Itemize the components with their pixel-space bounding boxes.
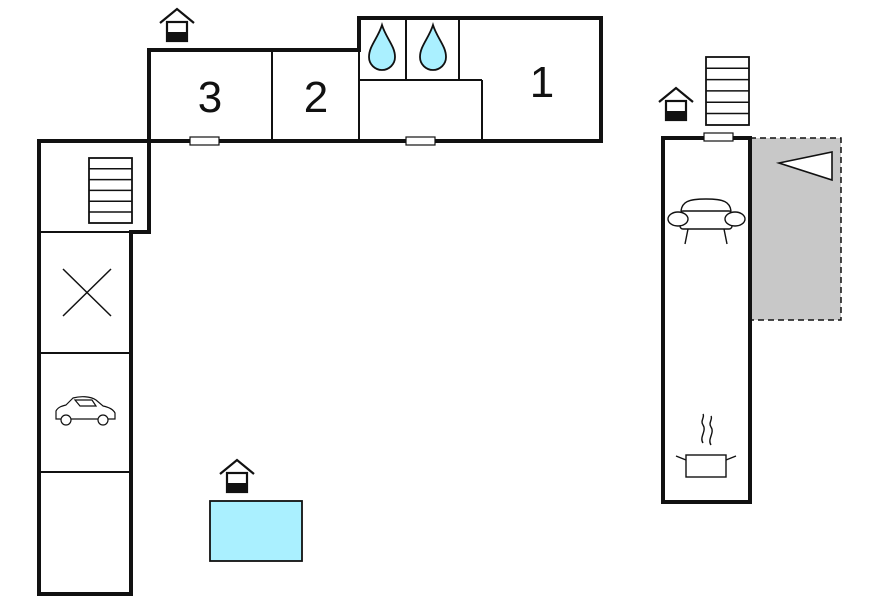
door <box>405 136 436 146</box>
cooking-pot-icon <box>675 413 737 478</box>
door <box>703 132 734 142</box>
entrance-icon <box>158 7 196 43</box>
stairs-icon <box>88 157 133 224</box>
shower-icon <box>419 21 447 71</box>
annex-outline <box>661 136 752 504</box>
entrance-icon <box>657 86 695 122</box>
room-label-2: 2 <box>304 73 328 122</box>
terrace-flag-icon <box>775 151 833 182</box>
no-access-icon <box>62 268 112 317</box>
pool <box>209 500 303 562</box>
main-building-outline <box>37 16 603 596</box>
shower-icon <box>368 21 396 71</box>
entrance-icon <box>218 458 256 494</box>
door <box>189 136 220 146</box>
stairs-icon <box>705 56 750 126</box>
annex-building <box>661 132 842 504</box>
room-label-3: 3 <box>198 73 222 122</box>
car-icon <box>55 396 116 426</box>
sofa-icon <box>667 198 746 245</box>
room-label-1: 1 <box>530 58 554 107</box>
